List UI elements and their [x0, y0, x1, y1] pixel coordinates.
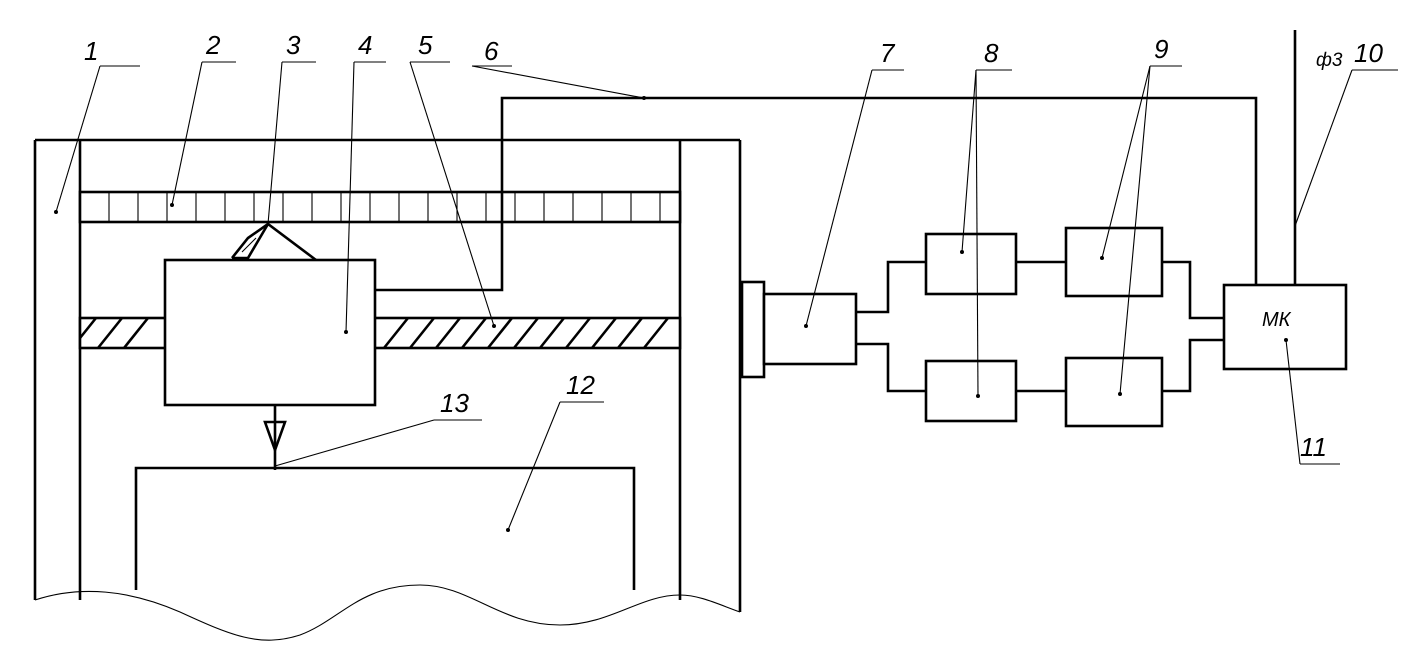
shaft-hatch [486, 317, 514, 349]
shaft-hatch [564, 317, 592, 349]
driver-block-bottom [924, 359, 1018, 423]
shaft-hatch [122, 317, 150, 349]
driver-chain [856, 226, 1224, 428]
label-3: 3 [286, 30, 301, 60]
microcontroller: МК [1222, 283, 1348, 371]
label-10: 10 [1354, 38, 1383, 68]
shaft-hatch [78, 317, 98, 339]
mk-label: МК [1262, 309, 1292, 331]
part-labels: 1 2 3 4 5 6 7 8 9 10 11 12 13 [84, 30, 1383, 462]
driver-block-top [924, 232, 1018, 296]
label-4: 4 [358, 30, 372, 60]
motor [740, 280, 858, 379]
leaders [54, 61, 1398, 532]
shaft-hatch [460, 317, 488, 349]
shaft-hatch [382, 317, 410, 349]
phase-label: ф3 [1316, 50, 1343, 71]
shaft-hatch [616, 317, 644, 349]
label-12: 12 [566, 370, 595, 400]
shaft-hatch [434, 317, 462, 349]
carriage [163, 258, 377, 407]
shaft-hatch [538, 317, 566, 349]
workpiece [134, 466, 636, 590]
scale-strip [78, 190, 682, 224]
switch-block-bottom [1064, 356, 1164, 428]
label-13: 13 [440, 388, 469, 418]
phase-line: ф3 [1293, 30, 1343, 285]
label-2: 2 [205, 30, 221, 60]
cable [375, 96, 1258, 292]
label-7: 7 [880, 38, 896, 68]
label-9: 9 [1154, 34, 1168, 64]
shaft-hatch [408, 317, 436, 349]
label-8: 8 [984, 38, 999, 68]
sensor [230, 222, 317, 262]
tool-arrow [263, 405, 287, 470]
shaft-hatch [96, 317, 124, 349]
label-6: 6 [484, 36, 499, 66]
label-11: 11 [1300, 432, 1327, 462]
shaft-hatch [512, 317, 540, 349]
label-1: 1 [84, 36, 98, 66]
shaft-hatch [642, 317, 670, 349]
shaft-hatch [590, 317, 618, 349]
label-5: 5 [418, 30, 433, 60]
switch-block-top [1064, 226, 1164, 298]
